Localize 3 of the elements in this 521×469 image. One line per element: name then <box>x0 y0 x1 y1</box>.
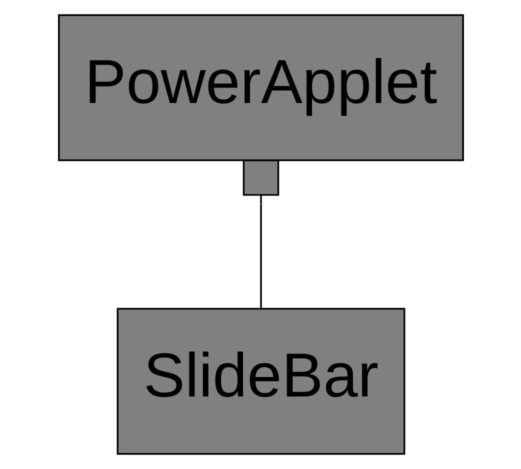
node-box: PowerApplet <box>58 14 464 162</box>
node-box: SlideBar <box>116 308 405 455</box>
connector <box>242 160 279 308</box>
